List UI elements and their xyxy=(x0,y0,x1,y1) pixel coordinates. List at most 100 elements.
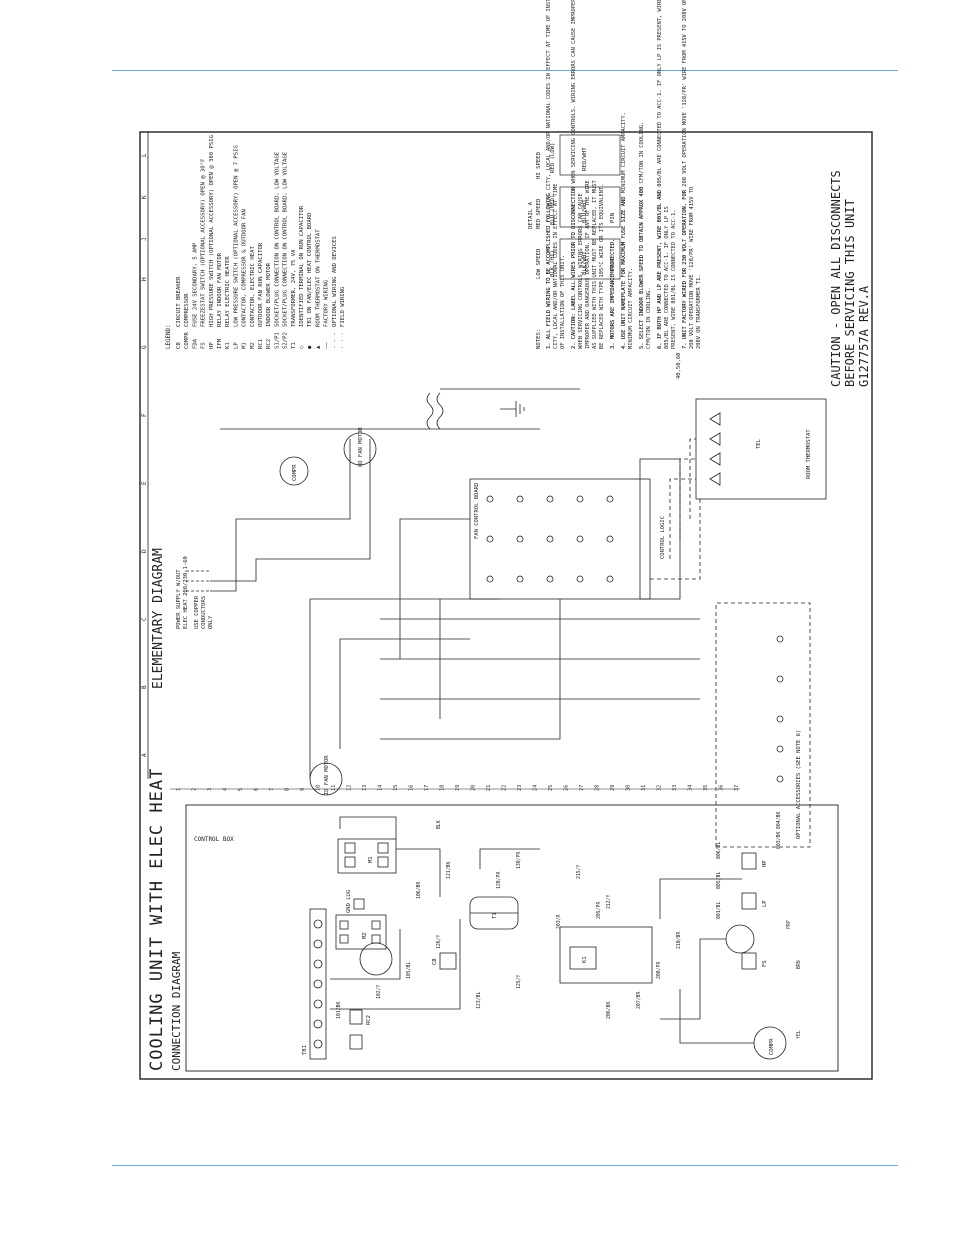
line-number: 21 xyxy=(486,785,492,791)
voltage-note: 40,50,60 xyxy=(676,353,682,380)
col-l: L xyxy=(141,153,148,157)
line-number: 14 xyxy=(378,785,384,791)
wire-tag: 121/BK xyxy=(446,862,452,879)
legend-desc: RELAY INDOOR FAN MOTOR xyxy=(217,252,223,327)
wire-tag: 203/R xyxy=(556,914,562,929)
legend-desc: FIELD WIRING xyxy=(340,286,346,327)
detail-hi: HI SPEED xyxy=(536,151,542,179)
control-board xyxy=(559,926,653,984)
transformer-elem xyxy=(426,392,444,430)
elementary-title: ELEMENTARY DIAGRAM xyxy=(151,548,166,689)
main-title: COOLING UNIT WITH ELEC HEAT xyxy=(147,768,167,1071)
wire-tag: YEL xyxy=(796,1030,802,1039)
wire-tag: 212/Y xyxy=(606,894,612,909)
line-number: 5 xyxy=(238,788,244,791)
detail-low-block xyxy=(559,238,621,280)
line-number: 25 xyxy=(548,785,554,791)
legend-code: CB xyxy=(176,342,182,349)
legend-code: COMPR xyxy=(184,332,190,349)
col-e: E xyxy=(141,481,148,485)
legend-desc: ROOM THERMOSTAT ON THERMOSTAT xyxy=(315,229,321,327)
rc2-capacitor xyxy=(349,1009,363,1025)
label-k1: K1 xyxy=(582,956,588,963)
note-line: CFM/TON IN COOLING. xyxy=(646,287,652,349)
note-line: 4. USE UNIT NAMEPLATE FOR MAXIMUM FUSE S… xyxy=(621,196,627,349)
legend-desc: CONTACTOR, COMPRESSOR & OUTDOOR FAN xyxy=(242,209,248,327)
label-gnd: GND LUG xyxy=(346,890,352,913)
wire-tag: PRP xyxy=(786,920,792,929)
note-line: MINIMUM CIRCUIT AMPACITY. xyxy=(628,268,634,349)
line-number: 34 xyxy=(688,785,694,791)
connection-diagram-box xyxy=(185,804,839,1072)
legend-code: FS xyxy=(201,342,207,349)
detail-low: LOW SPEED xyxy=(536,248,542,279)
note-line: IMPROPER AND DANGEROUS OPERATION. IF ANY… xyxy=(585,180,591,349)
wire-tag: 805/BL xyxy=(716,872,722,889)
line-number: 11 xyxy=(331,785,337,791)
label-t1: T1 xyxy=(492,912,498,919)
label-compr-elem: COMPR xyxy=(292,464,298,481)
legend-desc: HIGH PRESSURE SWITCH (OPTIONAL ACCESSORY… xyxy=(209,134,215,327)
room-thermostat xyxy=(695,398,827,500)
wire-tag: 106/BR xyxy=(416,882,422,899)
line-number: 4 xyxy=(223,788,229,791)
power-supply-line-5: ONLY xyxy=(208,615,214,629)
power-supply-line-4: CONDUCTORS xyxy=(201,596,207,629)
fan-control-board xyxy=(469,478,651,600)
detail-title: DETAIL A xyxy=(528,201,534,229)
legend-code: S2/P2 xyxy=(283,332,289,349)
legend-desc: CIRCUIT BREAKER xyxy=(176,276,182,327)
legend-code: FDA xyxy=(192,338,198,349)
label-hp: HP xyxy=(762,860,768,867)
legend-code: M1 xyxy=(242,342,248,349)
wire-tag: 207/BR xyxy=(636,992,642,1009)
label-m2: M2 xyxy=(362,932,368,939)
note-line: 7. UNIT FACTORY WIRED FOR 230 VOLT OPERA… xyxy=(682,189,688,349)
wire-tag: 803/BK xyxy=(776,832,782,849)
note-line: 1. ALL FIELD WIRING TO BE ACCOMPLISHED F… xyxy=(546,193,552,349)
wire-tag: 801/BL xyxy=(716,902,722,919)
col-f: F xyxy=(141,413,148,417)
note-line: 2. CAUTION: LABEL ALL WIRES PRIOR TO DIS… xyxy=(571,187,577,349)
line-number: 36 xyxy=(719,785,725,791)
wire-tag: 102/Y xyxy=(376,984,382,999)
legend-code: IFM xyxy=(217,338,223,349)
line-number: 32 xyxy=(657,785,663,791)
line-number: 13 xyxy=(362,785,368,791)
legend-code: S1/P1 xyxy=(274,332,280,349)
legend-code: - - - xyxy=(332,332,338,349)
header-rule xyxy=(112,70,898,71)
note-item: 5. SELECT INDOOR BLOWER SPEED TO OBTAIN … xyxy=(639,122,645,349)
wire-tag: 806/BL xyxy=(716,842,722,859)
legend-desc: TRANSFORMER, 24V, 75 VA xyxy=(291,249,297,327)
note-line: 805/BL ARE CONNECTED TO ACC-1. IF ONLY L… xyxy=(664,206,670,349)
note-line: 6. IF BOTH HP AND LP ARE PRESENT, WIRE 8… xyxy=(657,190,663,349)
note-line: WHEN SERVICING CONTROLS. WIRING ERRORS C… xyxy=(578,193,584,349)
legend-code: ○ xyxy=(299,345,305,349)
line-number: 8 xyxy=(285,788,291,791)
line-number: 30 xyxy=(626,785,632,791)
caution-line-2: BEFORE SERVICING THIS UNIT xyxy=(843,199,857,387)
tb1-terminal-strip xyxy=(309,908,327,1060)
line-number: 10 xyxy=(316,785,322,791)
wire-tag: 205/PR xyxy=(596,902,602,919)
note-line: 5. SELECT INDOOR BLOWER SPEED TO OBTAIN … xyxy=(639,187,645,349)
detail-wire-2: BLU (MED) xyxy=(550,195,556,225)
notes: NOTES: xyxy=(536,329,542,349)
note-line: 3. MOTORS ARE IMPEDANCE PROTECTED. xyxy=(610,239,616,349)
label-cb: CB xyxy=(432,958,438,965)
connection-labels: TB1 T1 CB GND LUG M1 M2 K1 RC2 HP LP FS … xyxy=(302,856,775,1055)
elementary-labels: COMPR OD FAN MOTOR ID FAN MOTOR FAN CONT… xyxy=(176,353,812,840)
note-item: 1. ALL FIELD WIRING TO BE ACCOMPLISHED F… xyxy=(546,0,552,349)
detail-wire-6: RED/WHT xyxy=(582,147,588,171)
legend-desc: SOCKET/PLUG CONNECTION ON CONTROL BOARD,… xyxy=(274,151,280,327)
legend-desc: OPTIONAL WIRING AND DEVICES xyxy=(332,236,338,327)
col-d: D xyxy=(141,549,148,553)
col-h: H xyxy=(141,277,148,281)
wire-tag: 123/BL xyxy=(476,992,482,1009)
control-box-label: CONTROL BOX xyxy=(194,836,234,843)
circuit-breaker xyxy=(439,952,457,970)
wire-tag: 126/Y xyxy=(436,934,442,949)
line-number: 7 xyxy=(269,788,275,791)
note-line: 208V ON TRANSFORMER T1. xyxy=(696,274,702,349)
